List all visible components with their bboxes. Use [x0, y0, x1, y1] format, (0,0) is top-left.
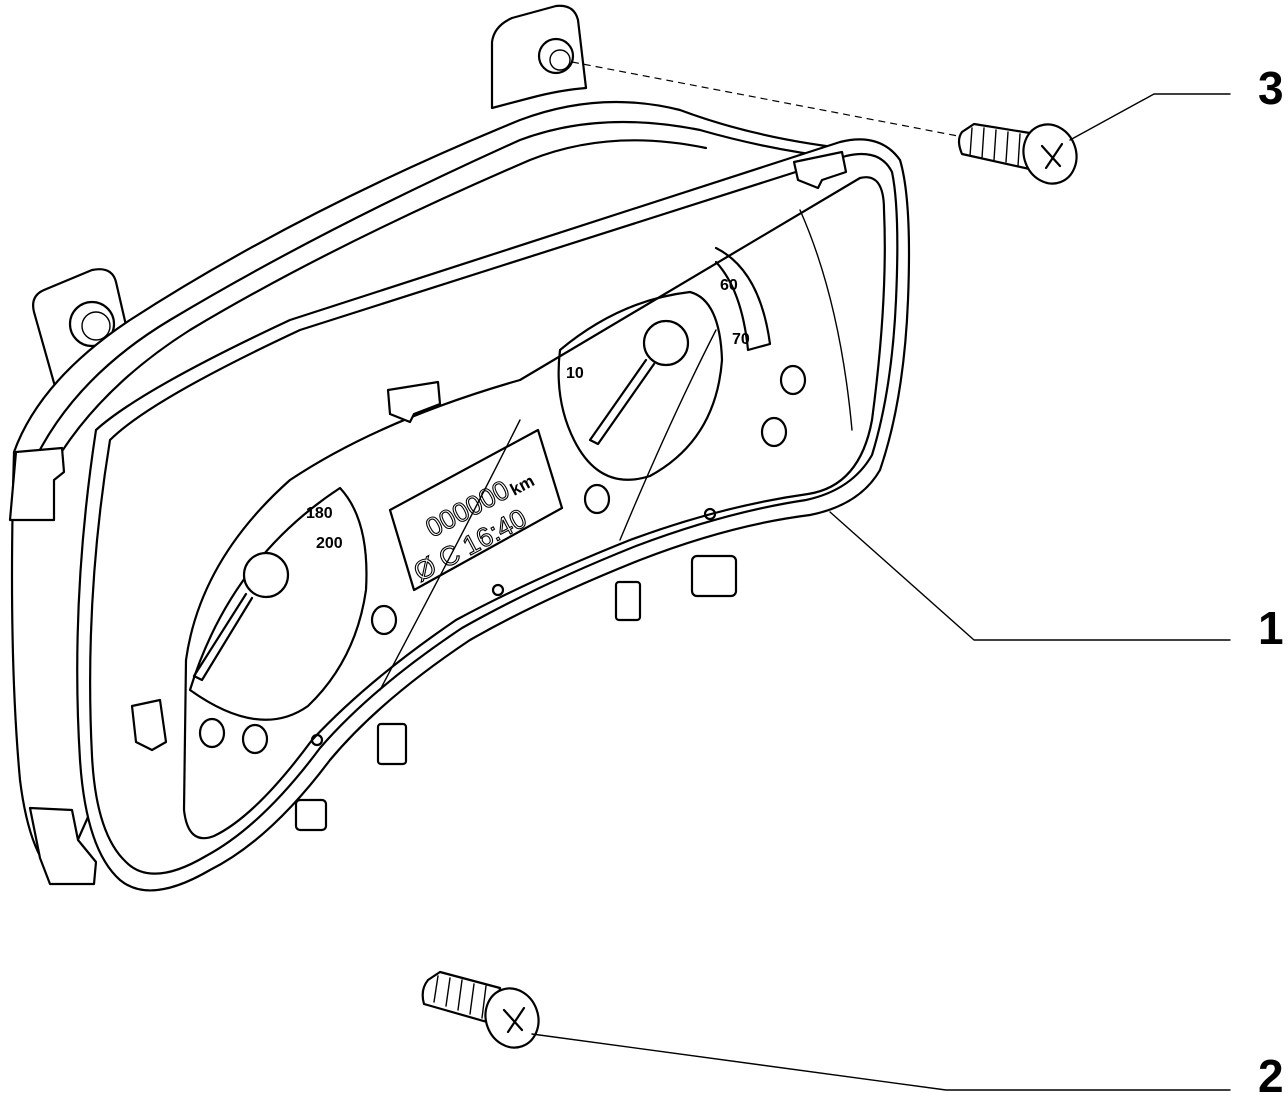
- left-gauge-pivot: [242, 551, 290, 599]
- leader-line-1: [829, 511, 1231, 641]
- left-gauge-needle: [192, 592, 254, 682]
- right-gauge-pivot: [642, 319, 690, 367]
- top-clip-left: [386, 380, 442, 424]
- screw-3-head-cross-icon: [1040, 142, 1064, 170]
- screw-2: [421, 970, 540, 1049]
- far-right-gauge: [714, 246, 772, 352]
- right-scale-label: 10: [566, 365, 584, 382]
- callout-1: 1: [1258, 602, 1284, 654]
- bottom-peg-4: [690, 554, 738, 598]
- callout-2: 2: [1258, 1050, 1284, 1095]
- far-right-scale-label-1: 60: [720, 277, 738, 294]
- left-scale-label-1: 180: [306, 505, 333, 522]
- far-right-scale-label-2: 70: [732, 331, 750, 348]
- side-clip-upper: [8, 446, 66, 522]
- bottom-peg-2: [376, 722, 408, 766]
- mounting-hole-left: [68, 300, 116, 348]
- side-clip-lower: [28, 806, 98, 886]
- screw-2-head-cross-icon: [502, 1006, 526, 1034]
- assembly-path-screw-3: [571, 61, 959, 137]
- screw-3: [957, 122, 1078, 185]
- left-scale-label-2: 200: [316, 535, 343, 552]
- warning-lamp-holes: [198, 364, 807, 755]
- callout-3: 3: [1258, 62, 1284, 114]
- leader-line-2: [531, 1033, 1231, 1091]
- top-clip-right: [792, 150, 848, 190]
- bottom-peg-3: [614, 580, 642, 622]
- lower-left-clip: [130, 698, 168, 752]
- leader-line-3: [1069, 93, 1231, 141]
- mounting-hole-top: [537, 37, 575, 75]
- instrument-cluster: 180 200 000000 km Ø C 16:40 10 60 70: [8, 4, 911, 892]
- bottom-peg-1: [294, 798, 328, 832]
- lcd-display: [388, 428, 564, 592]
- right-gauge: [557, 290, 724, 481]
- right-gauge-needle: [588, 358, 656, 446]
